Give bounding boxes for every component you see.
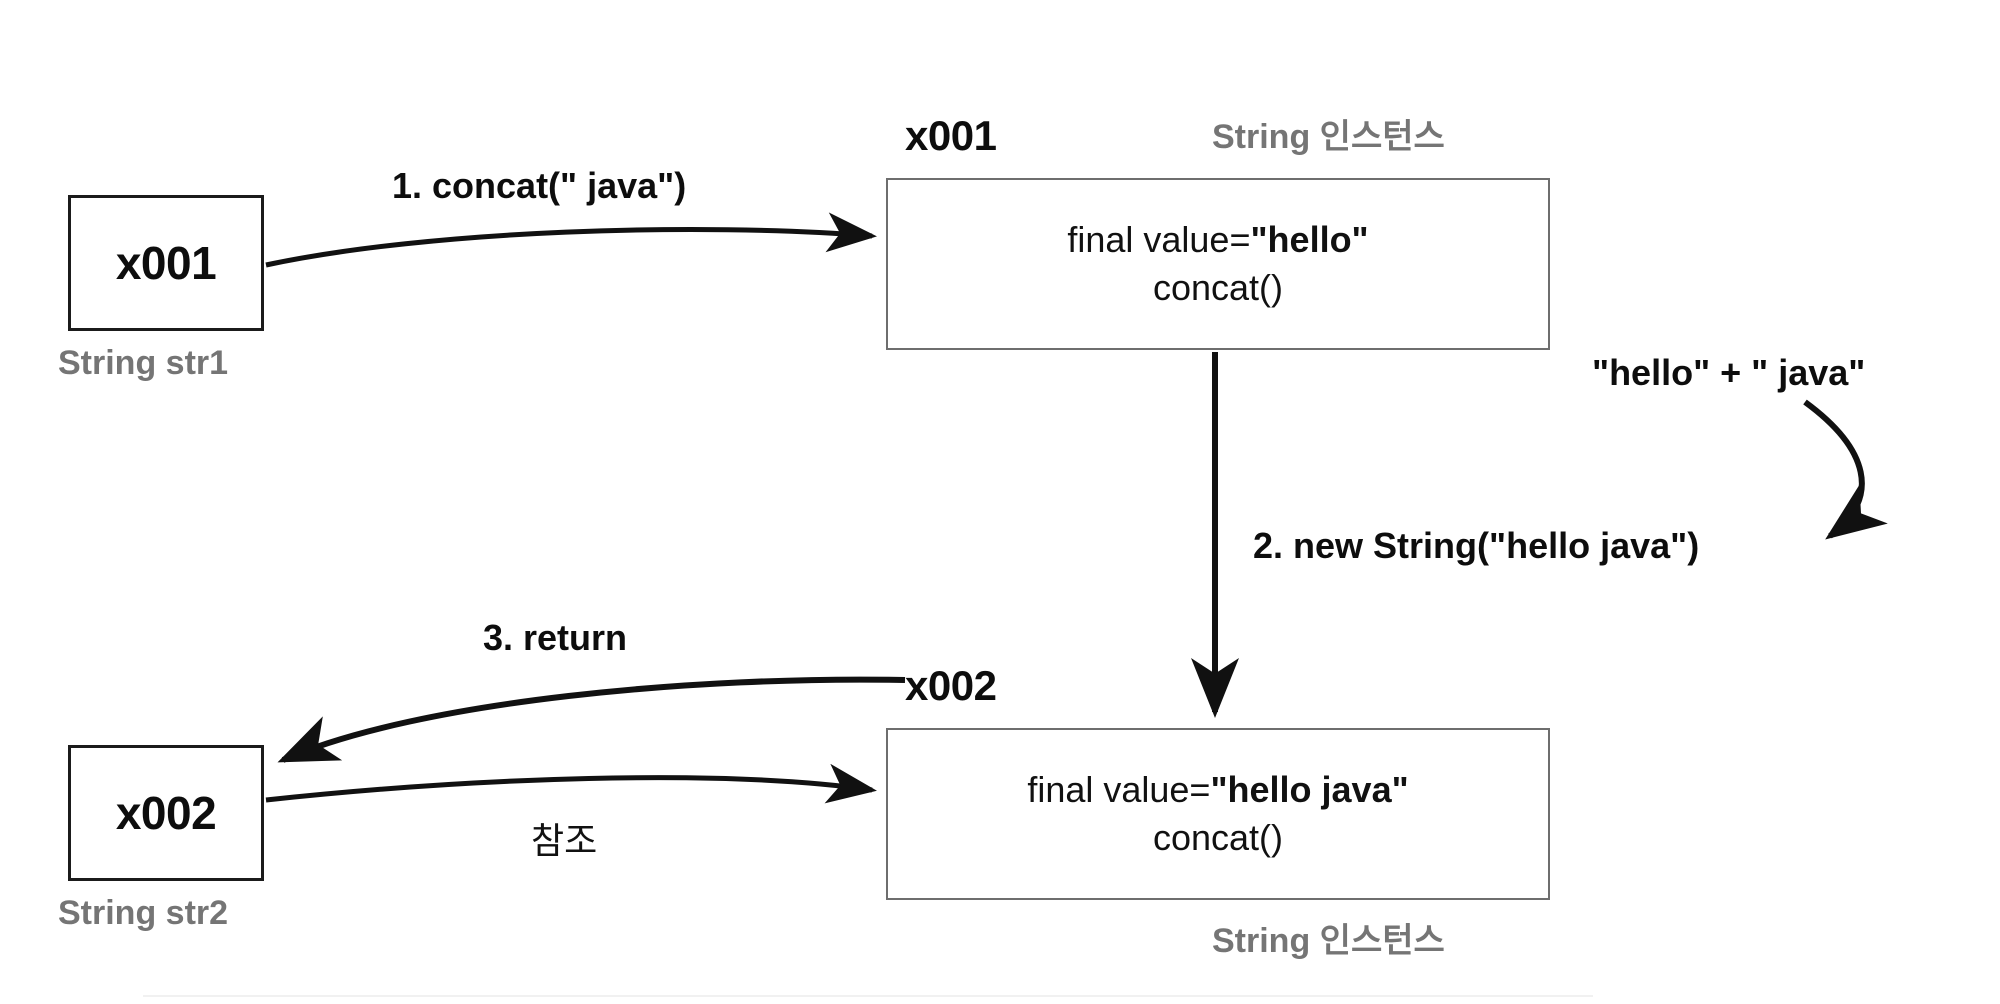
variable-box-str1-value: x001 <box>115 237 217 289</box>
variable-box-str2-value: x002 <box>115 787 217 839</box>
instance-field-line-1: final value="hello" <box>1067 216 1368 264</box>
arrow-label-reference: 참조 <box>531 820 598 861</box>
arrow-concat-call <box>265 212 877 268</box>
instance-field-value-1: "hello" <box>1250 219 1369 261</box>
variable-box-str1[interactable]: x001 <box>68 195 264 331</box>
bottom-divider <box>143 995 1593 997</box>
arrow-label-return: 3. return <box>483 617 628 658</box>
string-instance-box-2[interactable]: final value="hello java" concat() <box>886 728 1550 900</box>
expression-note: "hello" + " java" <box>1592 352 1866 393</box>
arrow-reference <box>265 763 877 804</box>
instance-method-line-2: concat() <box>1152 817 1284 858</box>
arrow-return <box>277 676 906 763</box>
arrow-expression-note <box>1803 399 1888 540</box>
instance-field-prefix-2: final value= <box>1027 769 1211 811</box>
string-instance-box-1[interactable]: final value="hello" concat() <box>886 178 1550 350</box>
instance-field-line-2: final value="hello java" <box>1027 766 1408 814</box>
arrow-label-new-string: 2. new String("hello java") <box>1253 525 1700 566</box>
instance-type-label-1: String 인스턴스 <box>1212 118 1445 156</box>
instance-field-prefix-1: final value= <box>1067 219 1251 261</box>
instance-method-line-1: concat() <box>1152 267 1284 308</box>
instance-field-value-2: "hello java" <box>1210 769 1409 811</box>
variable-caption-str1: String str1 <box>58 344 229 382</box>
variable-caption-str2: String str2 <box>58 894 229 932</box>
variable-box-str2[interactable]: x002 <box>68 745 264 881</box>
instance-heading-x002: x002 <box>905 662 997 709</box>
instance-type-label-2: String 인스턴스 <box>1212 922 1445 960</box>
instance-heading-x001: x001 <box>905 112 997 159</box>
arrow-label-concat-call: 1. concat(" java") <box>392 165 687 206</box>
